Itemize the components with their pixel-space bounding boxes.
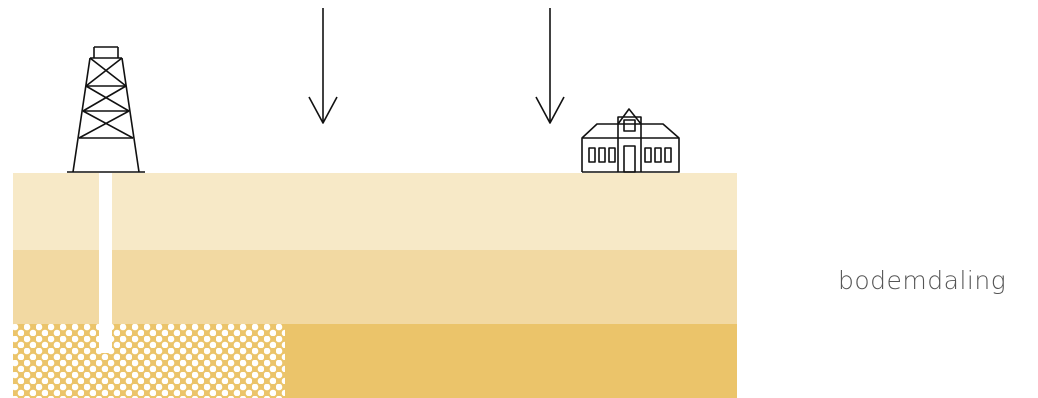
well-pipe bbox=[99, 173, 112, 353]
down-arrow-icon bbox=[536, 8, 564, 123]
gas-reservoir bbox=[13, 324, 285, 398]
down-arrow-icon bbox=[309, 8, 337, 123]
soil-layer-middle bbox=[13, 250, 737, 324]
soil-layer-top bbox=[13, 173, 737, 250]
house-icon bbox=[582, 109, 679, 172]
drilling-rig-icon bbox=[67, 47, 145, 172]
subsidence-label: bodemdaling bbox=[838, 266, 1006, 295]
